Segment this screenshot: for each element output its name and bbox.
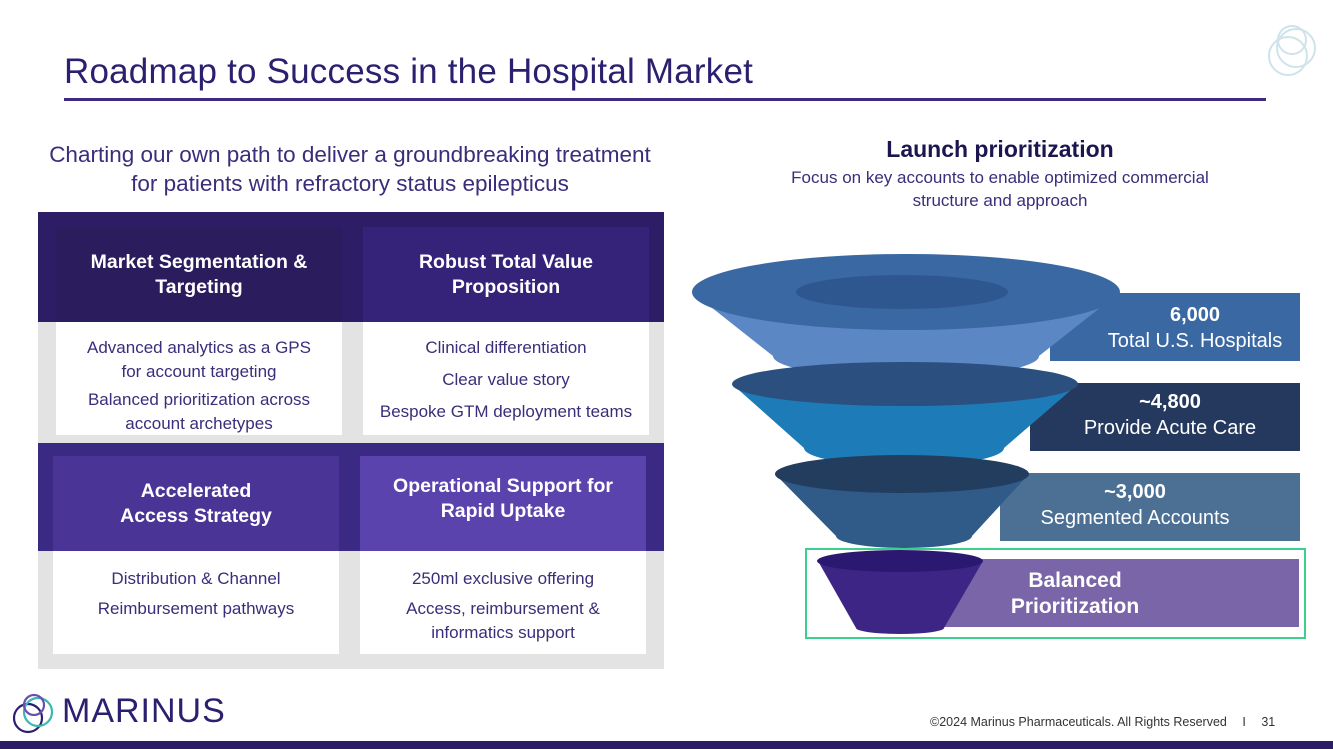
card-item: 250ml exclusive offering [411,569,595,588]
footer-copyright: ©2024 Marinus Pharmaceuticals. All Right… [930,715,1275,729]
card-item: Bespoke GTM deployment teams [379,402,633,421]
card-operational-support-heading: Operational Support for Rapid Uptake [360,456,646,560]
funnel-tier-3 [775,474,1029,548]
card-heading-text: Robust Total Value Proposition [418,250,594,298]
card-item: Balanced prioritization across account a… [87,390,311,433]
tier-3-value: ~3,000 [1104,481,1166,503]
funnel-tier-3-rim [775,455,1029,493]
tier-2-bar [1030,383,1300,451]
launch-title: Launch prioritization [886,136,1114,162]
card-market-segmentation-body: Advanced analytics as a GPS for account … [56,322,342,435]
card-heading-text: Market Segmentation & Targeting [90,250,308,298]
card-item: Clinical differentiation [425,338,587,357]
tier-2-text: Provide Acute Care [1083,417,1257,439]
tier-1-label: 6,000 Total U.S. Hospitals [1095,302,1295,354]
card-heading-text: Accelerated Access Strategy [120,479,272,527]
left-subtitle: Charting our own path to deliver a groun… [49,142,651,196]
tier-2-label: ~4,800 Provide Acute Care [1070,389,1270,441]
tier-4-bar [940,559,1299,627]
card-market-segmentation-heading: Market Segmentation & Targeting [56,227,342,331]
tier-3-bar [1000,473,1300,541]
marinus-logo-icon [12,693,54,734]
circles-logo-icon [1268,25,1316,76]
highlight-box [805,548,1306,639]
card-item: Access, reimbursement & informatics supp… [406,599,600,642]
card-item: Reimbursement pathways [97,599,295,618]
card-value-proposition-body: Clinical differentiation Clear value sto… [363,322,649,435]
footer-bar [0,741,1333,749]
card-item: Clear value story [442,370,570,389]
funnel-tier-4-rim [817,550,983,572]
card-heading-text: Operational Support for Rapid Uptake [393,474,613,522]
copyright-text: ©2024 Marinus Pharmaceuticals. All Right… [930,715,1227,729]
funnel-tier-2 [732,384,1078,466]
tier-1-text: Total U.S. Hospitals [1107,330,1283,352]
funnel-tier-1-hole [796,275,1008,309]
brand-name: MARINUS [62,692,226,730]
tier-4-label: Balanced Prioritization [1010,569,1140,618]
card-access-strategy-heading: Accelerated Access Strategy [53,456,339,560]
tier-2-value: ~4,800 [1139,391,1201,413]
tier-1-value: 6,000 [1169,304,1221,326]
card-operational-support-body: 250ml exclusive offering Access, reimbur… [360,551,646,654]
funnel-tier-4 [818,561,983,634]
page-title: Roadmap to Success in the Hospital Marke… [64,52,754,91]
funnel-tier-2-rim [732,362,1078,406]
tier-3-label: ~3,000 Segmented Accounts [1030,479,1240,531]
page-number: 31 [1261,715,1276,729]
card-value-proposition-heading: Robust Total Value Proposition [363,227,649,331]
launch-subtitle: Focus on key accounts to enable optimize… [791,168,1209,210]
card-access-strategy-body: Distribution & Channel Reimbursement pat… [53,551,339,654]
card-item: Distribution & Channel [111,569,281,588]
footer-separator: I [1242,715,1246,729]
card-item: Advanced analytics as a GPS for account … [87,338,311,381]
tier-3-text: Segmented Accounts [1040,507,1230,529]
title-divider [64,98,1266,101]
